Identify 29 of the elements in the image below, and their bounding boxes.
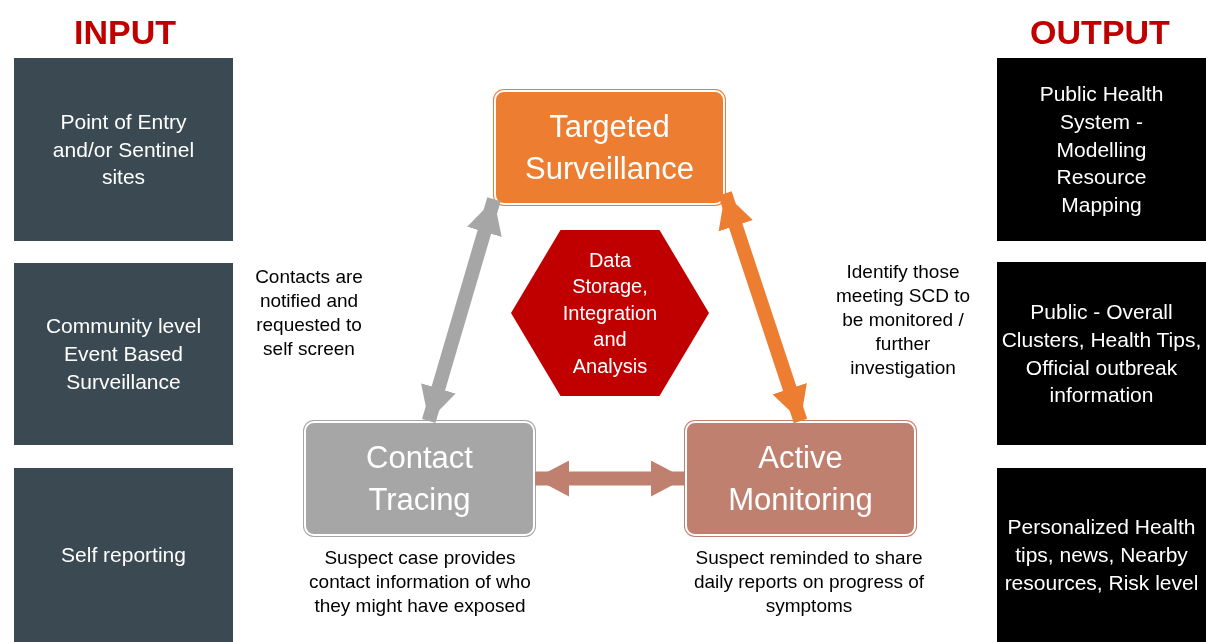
double-arrow bbox=[535, 460, 685, 497]
process-box bbox=[304, 421, 535, 536]
node-label: Active Monitoring bbox=[727, 439, 874, 519]
input-box bbox=[14, 263, 233, 445]
node-label: Contact Tracing bbox=[365, 439, 474, 519]
node-label: Public Health System - Modelling Resource Mapping bbox=[1038, 80, 1165, 219]
input-box bbox=[14, 58, 233, 241]
process-box bbox=[685, 421, 916, 536]
node-label: Point of Entry and/or Sentinel sites bbox=[51, 108, 196, 191]
double-arrow bbox=[718, 191, 808, 424]
output-box bbox=[997, 468, 1206, 642]
node-label: Self reporting bbox=[60, 542, 187, 569]
node-label: Personalized Health tips, news, Nearby resources, Risk level bbox=[1003, 514, 1200, 596]
edge-label: Identify those meeting SCD to be monitored / further investigation bbox=[834, 260, 972, 380]
node-label: Public - Overall Clusters, Health Tips, Official outbreak information bbox=[1001, 298, 1202, 409]
column-heading: OUTPUT bbox=[1029, 12, 1171, 52]
process-box bbox=[494, 90, 725, 205]
output-box bbox=[997, 58, 1206, 241]
node-label: Community level Event Based Surveillance bbox=[44, 313, 203, 395]
hexagon-node bbox=[511, 230, 709, 396]
caption-text: Suspect case provides contact information of who they might have exposed bbox=[308, 546, 532, 618]
edge-label: Contacts are notified and requested to self screen bbox=[254, 265, 364, 361]
caption-text: Suspect reminded to share daily reports on progress of symptoms bbox=[692, 546, 926, 618]
input-box bbox=[14, 468, 233, 642]
double-arrow bbox=[421, 197, 502, 423]
node-label: Data Storage, Integration and Analysis bbox=[561, 247, 659, 379]
node-label: Targeted Surveillance bbox=[524, 108, 695, 188]
output-box bbox=[997, 262, 1206, 445]
column-heading: INPUT bbox=[73, 12, 177, 52]
